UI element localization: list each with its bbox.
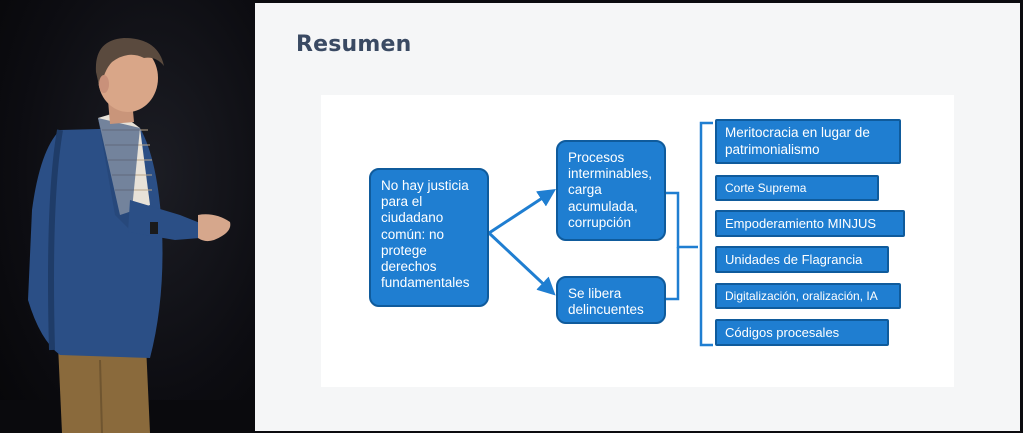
connector-procesos [666, 191, 698, 249]
solution-codigos: Códigos procesales [715, 319, 889, 346]
mid-node-libera: Se libera delincuentes [556, 276, 666, 324]
connector-libera [666, 247, 680, 301]
diagram-panel: No hay justicia para el ciudadano común:… [321, 95, 954, 387]
presentation-slide: Resumen No hay justicia para el ciudadan… [255, 3, 1020, 431]
solution-empoderamiento: Empoderamiento MINJUS [715, 210, 905, 237]
solution-meritocracia: Meritocracia en lugar de patrimonialismo [715, 119, 901, 164]
arrow-to-libera [487, 231, 556, 296]
solution-corte-suprema: Corte Suprema [715, 175, 879, 201]
solution-digitalizacion: Digitalización, oralización, IA [715, 283, 901, 309]
diagram-connectors [487, 121, 713, 347]
solution-flagrancia: Unidades de Flagrancia [715, 246, 889, 273]
arrow-to-procesos [488, 189, 557, 235]
solutions-bracket [699, 121, 713, 347]
speaker-figure [28, 38, 231, 433]
slide-title: Resumen [296, 32, 412, 57]
mid-node-procesos: Procesos interminables, carga acumulada,… [556, 140, 666, 241]
root-node: No hay justicia para el ciudadano común:… [369, 168, 489, 307]
